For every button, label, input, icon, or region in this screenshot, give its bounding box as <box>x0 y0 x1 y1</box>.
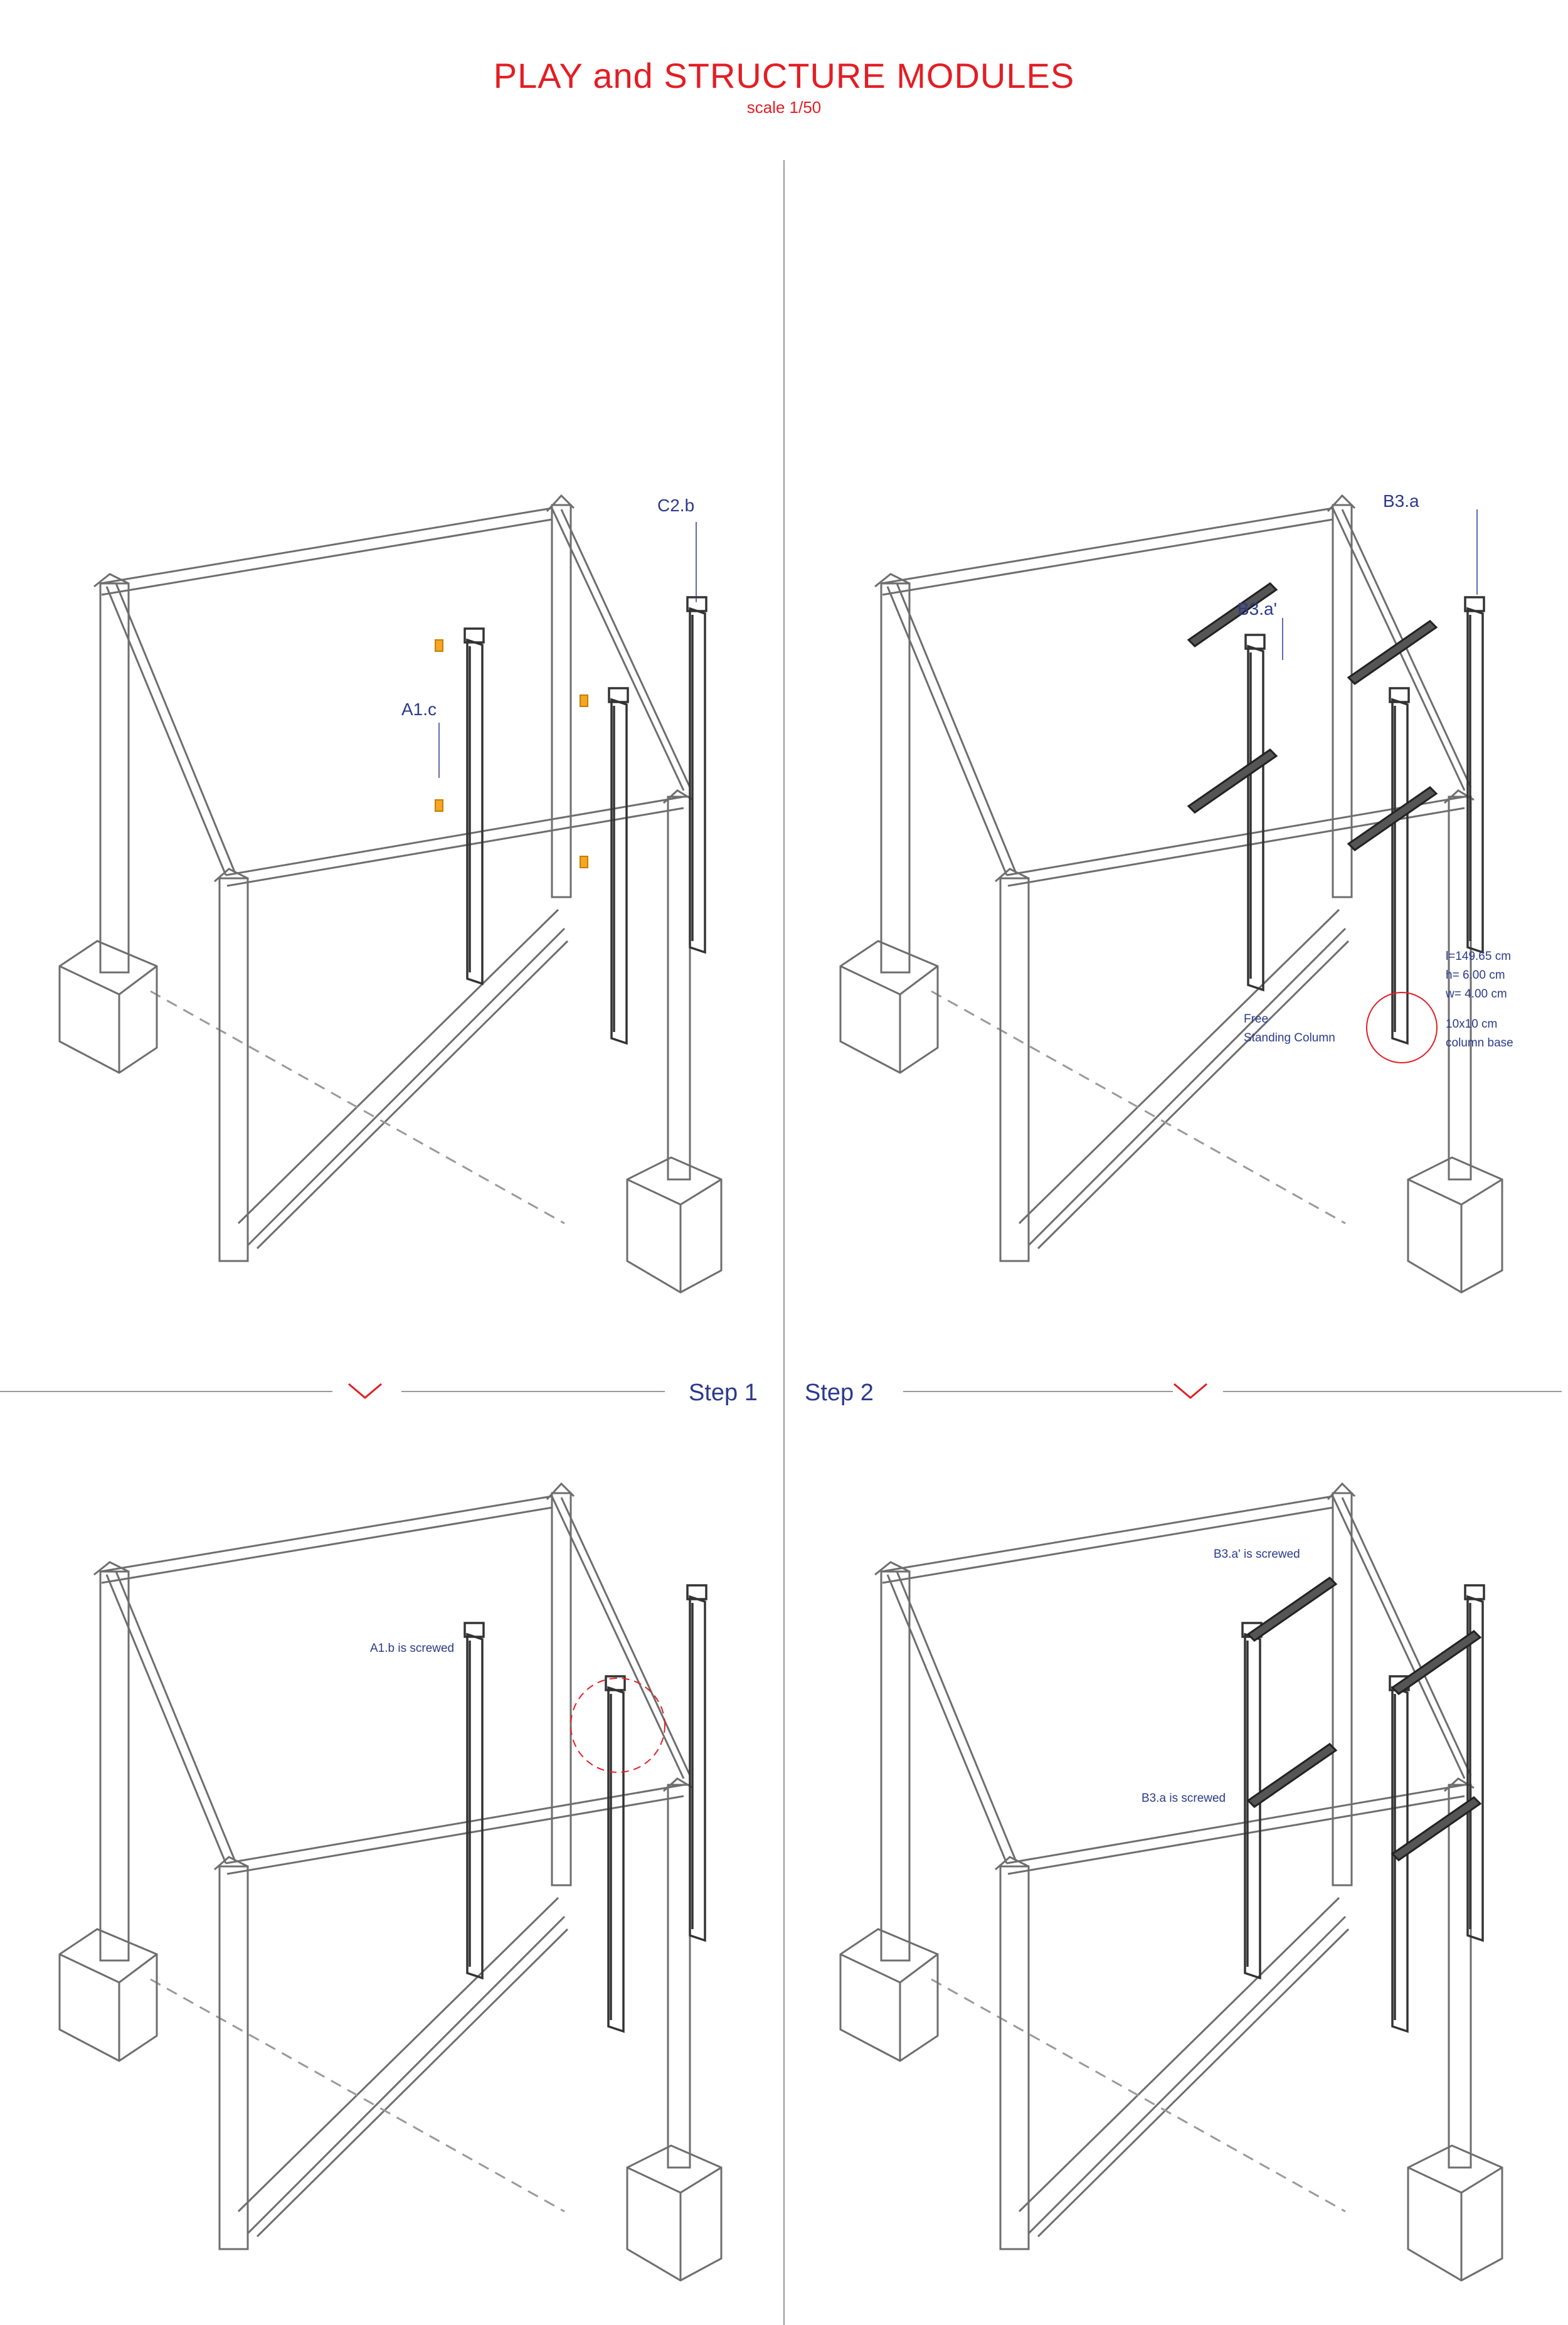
spec-width: w= 4.00 cm <box>1445 987 1507 1001</box>
page-subtitle: scale 1/50 <box>746 98 822 117</box>
column-base-label-1: 10x10 cm <box>1446 1018 1497 1031</box>
column-base-label-2: column base <box>1446 1036 1513 1050</box>
label-c2b: C2.b <box>657 496 694 515</box>
detail-circle <box>1366 992 1438 1063</box>
panel-bottom-left: A1.b is screwed <box>58 1482 723 2282</box>
free-standing-label-2: Standing Column <box>1244 1031 1335 1045</box>
label-b3a-prime: B3.a' <box>1237 599 1277 619</box>
panel-member-a1b <box>464 1622 485 1979</box>
label-b3a: B3.a <box>1383 491 1419 511</box>
crossbar <box>1347 620 1438 685</box>
connector-group <box>435 639 588 868</box>
panel-member-a1 <box>464 627 485 985</box>
label-a1b-screwed: A1.b is screwed <box>370 1642 454 1655</box>
label-a1c: A1.c <box>401 700 437 719</box>
chevron-down-icon <box>348 1383 382 1399</box>
crossbar <box>1247 1577 1337 1642</box>
spec-length: l=149.65 cm <box>1446 950 1511 963</box>
label-b3a-prime-screwed: B3.a' is screwed <box>1214 1548 1300 1561</box>
panel-member-c2b <box>686 1584 707 1942</box>
label-b3a-screwed: B3.a is screwed <box>1142 1792 1226 1805</box>
panel-member-b3a-prime <box>1244 634 1266 991</box>
chevron-down-icon <box>1173 1383 1207 1399</box>
step-1-label: Step 1 <box>689 1380 758 1406</box>
panel-top-left: C2.b A1.c <box>58 494 723 1294</box>
free-standing-label-1: Free <box>1244 1013 1268 1026</box>
crossbar <box>1247 1743 1337 1808</box>
detail-circle <box>570 1678 665 1773</box>
panel-top-right: B3.a B3.a' l=149.65 cm h= 6.00 cm w= 4.0… <box>839 491 1513 1294</box>
panel-member-b3 <box>1389 687 1410 1045</box>
panel-member-c2b <box>686 596 707 954</box>
step-2-label: Step 2 <box>805 1380 874 1406</box>
spec-height: h= 6.00 cm <box>1446 969 1505 982</box>
panel-member-b3-right <box>1464 596 1485 954</box>
page-title: PLAY and STRUCTURE MODULES <box>493 56 1075 95</box>
panel-member-c2 <box>608 687 629 1045</box>
panel-member-c2 <box>605 1675 626 2033</box>
panel-bottom-right: B3.a' is screwed B3.a is screwed <box>839 1482 1503 2282</box>
